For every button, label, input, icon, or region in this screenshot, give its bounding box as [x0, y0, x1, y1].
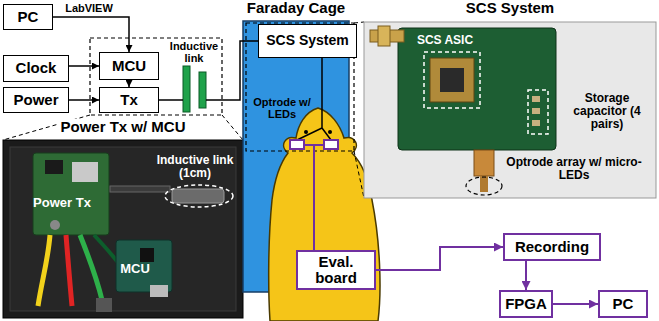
label-holder: SCS ASIC	[410, 34, 480, 47]
callout-label: MCU	[110, 262, 160, 276]
callout-label: Optrode array w/ micro-LEDs	[504, 156, 644, 182]
zoom-line	[3, 115, 243, 140]
power-tx-photo	[3, 140, 243, 318]
power-tx-photo	[33, 153, 109, 235]
scs-photo	[480, 176, 488, 192]
region-title: Faraday Cage	[244, 0, 348, 17]
optrode	[290, 140, 304, 149]
process-box: FPGA	[499, 290, 553, 318]
process-box: Eval. board	[296, 250, 376, 290]
zoom-region	[354, 151, 364, 198]
scs-photo	[430, 58, 474, 102]
edge-label-holder: LabVIEW	[56, 2, 122, 14]
connector	[159, 41, 258, 100]
optrode	[324, 140, 338, 149]
edge-label: LabVIEW	[56, 2, 122, 14]
optrode	[304, 145, 324, 250]
rat	[304, 130, 308, 134]
connector	[553, 303, 598, 305]
power-tx-photo	[165, 185, 233, 207]
connector	[69, 65, 99, 67]
zoom-line	[222, 115, 243, 140]
process-box: Tx	[99, 87, 159, 113]
label-holder: MCU	[110, 262, 160, 276]
box-label: PC	[613, 296, 634, 313]
process-box: SCS System	[258, 24, 357, 58]
callout-label: Storage capacitor (4 pairs)	[560, 92, 654, 132]
process-box: Power	[3, 87, 69, 113]
box-label: Eval. board	[298, 254, 374, 287]
photo-panel: Power Tx w/ MCU	[3, 119, 243, 319]
power-tx-photo	[172, 189, 224, 203]
box-label: SCS System	[263, 33, 351, 48]
power-tx-photo	[110, 186, 170, 192]
region-title: SCS System	[463, 0, 557, 17]
region-title: Power Tx w/ MCU	[57, 119, 188, 136]
callout-label: Optrode w/ LEDs	[250, 96, 314, 120]
scs-photo	[532, 108, 540, 114]
callout-label: Inductive link	[164, 40, 224, 64]
inductive-coil	[199, 72, 206, 108]
power-tx-photo	[140, 248, 154, 262]
scs-photo	[528, 90, 548, 134]
connector	[128, 80, 130, 87]
box-label: MCU	[112, 58, 146, 75]
label-holder: Optrode array w/ micro-LEDs	[504, 156, 644, 182]
zoom-region	[354, 22, 364, 23]
power-tx-photo	[50, 220, 60, 230]
scs-photo	[424, 52, 480, 108]
rat	[269, 108, 380, 321]
label-holder: Inductive link	[164, 40, 224, 64]
power-tx-photo	[96, 298, 112, 312]
callout-label: Power Tx	[22, 196, 102, 210]
connector	[53, 17, 129, 52]
rat	[269, 108, 380, 321]
scs-photo	[440, 68, 464, 92]
process-box: PC	[3, 4, 53, 30]
label-holder: Optrode w/ LEDs	[250, 96, 314, 120]
box-label: Recording	[515, 239, 589, 256]
scs-photo	[378, 26, 390, 46]
scs-photo	[364, 22, 656, 198]
box-label: PC	[18, 9, 39, 26]
connector	[69, 99, 99, 101]
scs-photo	[398, 28, 556, 150]
scs-photo	[474, 150, 494, 176]
callout-label: SCS ASIC	[410, 34, 480, 47]
label-holder: Storage capacitor (4 pairs)	[560, 92, 654, 132]
callout-label: Inductive link (1cm)	[150, 154, 240, 180]
power-tx-photo	[45, 160, 63, 174]
box-label: Power	[13, 92, 58, 109]
connector	[376, 247, 503, 270]
inductive-coil	[183, 66, 206, 112]
process-box: Recording	[503, 233, 601, 261]
process-box: PC	[598, 290, 648, 318]
rat	[328, 130, 332, 134]
power-tx-photo	[38, 235, 50, 306]
inductive-coil	[183, 66, 190, 112]
scs-photo	[532, 120, 540, 126]
zoom-region	[246, 22, 364, 198]
label-holder: Inductive link (1cm)	[150, 154, 240, 180]
scs-photo	[532, 96, 540, 102]
power-tx-photo	[150, 285, 168, 297]
connector	[525, 261, 527, 290]
process-box: MCU	[99, 52, 159, 80]
power-tx-photo	[66, 235, 72, 306]
power-tx-photo	[3, 140, 243, 318]
scs-photo	[364, 22, 656, 198]
box-label: Tx	[120, 92, 138, 109]
box-label: FPGA	[505, 296, 547, 313]
label-holder: Power Tx	[22, 196, 102, 210]
power-tx-photo	[72, 162, 98, 182]
scs-photo	[466, 177, 502, 195]
process-box: Clock	[3, 55, 69, 82]
power-tx-photo	[80, 235, 102, 300]
optrode	[290, 58, 338, 250]
box-label: Clock	[16, 60, 57, 77]
